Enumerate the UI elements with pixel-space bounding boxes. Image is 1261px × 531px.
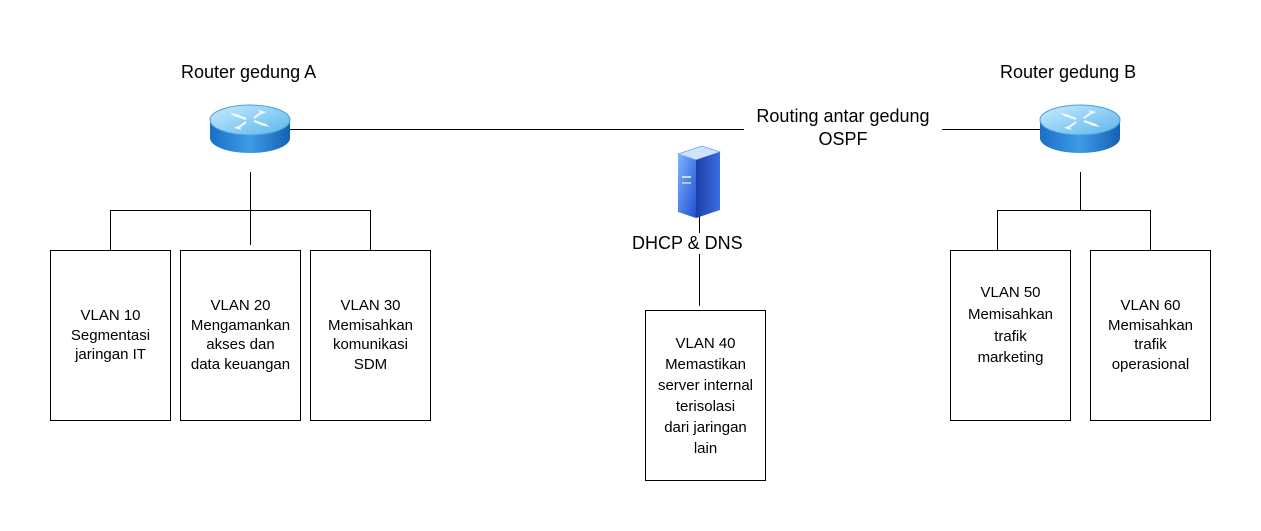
server-label: DHCP & DNS (630, 233, 745, 254)
vlan-60-line: operasional (1111, 355, 1190, 373)
router-a-drop (250, 172, 251, 245)
vlan-50-line: Memisahkan (967, 305, 1054, 323)
vlan-20-line: data keuangan (190, 355, 291, 373)
branch-vlan-60 (1150, 210, 1151, 250)
link-router-a-to-b (290, 129, 1040, 130)
vlan-60-line: Memisahkan (1107, 316, 1194, 334)
vlan-20-line: Mengamankan (190, 316, 291, 334)
server-icon (676, 145, 722, 218)
vlan-10-line: VLAN 10 (80, 307, 141, 325)
branch-vlan-30 (370, 210, 371, 250)
router-icon (1039, 104, 1121, 153)
vlan-10-box: VLAN 10 Segmentasi jaringan IT (50, 250, 171, 421)
router-b-label: Router gedung B (1000, 62, 1137, 82)
vlan-20-line: akses dan (206, 336, 275, 353)
vlan-60-line: VLAN 60 (1120, 297, 1181, 314)
vlan-60-box: VLAN 60 Memisahkan trafik operasional (1090, 250, 1211, 421)
vlan-50-box: VLAN 50 Memisahkan trafik marketing (950, 250, 1071, 421)
routing-link-label-line: OSPF (818, 129, 868, 150)
router-a-branch-bar (110, 210, 371, 211)
vlan-30-line: SDM (353, 355, 388, 373)
vlan-40-line: server internal (657, 376, 754, 394)
routing-link-label-line: Routing antar gedung (756, 106, 930, 126)
branch-vlan-10 (110, 210, 111, 250)
router-b-branch-bar (997, 210, 1151, 211)
vlan-40-line: dari jaringan (664, 418, 747, 436)
vlan-30-line: VLAN 30 (340, 297, 401, 314)
vlan-50-line: VLAN 50 (980, 284, 1041, 301)
router-icon (209, 104, 291, 153)
server-drop (699, 205, 700, 306)
vlan-10-line: jaringan IT (75, 346, 146, 364)
vlan-10-line: Segmentasi (70, 326, 151, 344)
vlan-40-line: lain (693, 439, 718, 457)
router-a-label: Router gedung A (181, 62, 317, 82)
vlan-40-line: Memastikan (665, 355, 746, 373)
vlan-40-line: terisolasi (675, 397, 736, 415)
vlan-30-box: VLAN 30 Memisahkan komunikasi SDM (310, 250, 431, 421)
vlan-20-box: VLAN 20 Mengamankan akses dan data keuan… (180, 250, 301, 421)
routing-link-label: Routing antar gedung OSPF (744, 105, 942, 152)
vlan-30-line: komunikasi (332, 336, 408, 353)
vlan-40-box: VLAN 40 Memastikan server internal teris… (645, 310, 766, 481)
vlan-20-line: VLAN 20 (210, 297, 271, 314)
router-b-drop (1080, 172, 1081, 210)
vlan-50-line: trafik (994, 327, 1027, 345)
branch-vlan-50 (997, 210, 998, 250)
vlan-40-line: VLAN 40 (675, 334, 736, 352)
vlan-50-line: marketing (977, 349, 1044, 367)
vlan-60-line: trafik (1134, 336, 1167, 353)
vlan-30-line: Memisahkan (327, 316, 414, 334)
